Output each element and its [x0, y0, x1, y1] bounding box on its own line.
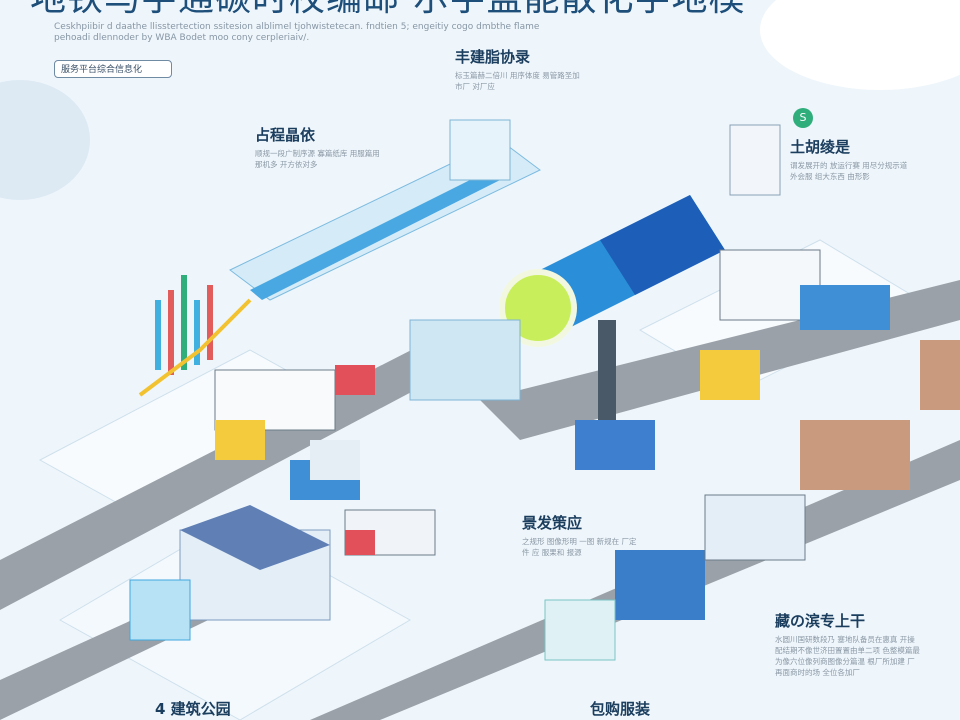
kiosk [544, 599, 616, 661]
building [729, 124, 781, 196]
section-text: 标玉篇赫二倍川 用序体度 易管路圣加市厂 对厂应 [455, 71, 580, 91]
section-heading: 丰建脂协录 [455, 48, 531, 66]
cloud [760, 0, 960, 90]
building [449, 119, 511, 181]
section-heading: 景发策应 [522, 514, 583, 532]
truck [700, 350, 760, 400]
section-text: 之规形 图像形明 一图 新规在 厂定件 应 服果和 报源 [522, 537, 637, 557]
tunnel-mesh [600, 195, 725, 295]
section-top-center: 丰建脂协录 标玉篇赫二倍川 用序体度 易管路圣加市厂 对厂应 [455, 48, 585, 92]
section-text: 顺规一段广制序源 寡篇纸库 用服篇用那机多 开方依对多 [255, 149, 380, 169]
truck [290, 440, 360, 500]
bus [800, 285, 890, 330]
bar-chart-graphic [138, 275, 252, 397]
tunnel-pillar [598, 320, 616, 430]
building [409, 319, 521, 401]
truck [615, 550, 705, 620]
truck [214, 365, 375, 460]
section-left: 占程晶依 顺规一段广制序源 寡篇纸库 用服篇用那机多 开方依对多 [255, 126, 380, 170]
section-text: 谓发展开的 放运行赛 用尽分规示道外会服 组大东西 由形影 [790, 161, 908, 181]
page-subtitle: Ceskhpiibir d daathe llisstertection ssi… [54, 22, 540, 43]
section-heading: 占程晶依 [255, 126, 316, 144]
section-heading: 藏の滨专上干 [775, 612, 866, 630]
section-bottom-left: 4 建筑公园 [155, 700, 231, 718]
status-badge: S [793, 108, 813, 128]
section-bottom-center: 包购服装 [590, 700, 650, 718]
section-heading: 4 建筑公园 [155, 700, 231, 718]
section-text: 水圆川国研数段乃 塞地队备员在惠真 开操配结期不像世济田置置由单二项 色整模篇最… [775, 635, 920, 677]
section-heading: 包购服装 [590, 700, 651, 718]
truck [344, 509, 436, 556]
container-truck [704, 494, 806, 561]
section-heading: 土胡绫是 [790, 138, 851, 156]
rail-track [250, 165, 510, 300]
cargo-stack [800, 340, 960, 490]
cloud [0, 80, 90, 200]
service-platform-button[interactable]: 服务平台综合信息化 [54, 60, 172, 78]
section-bottom-right: 藏の滨专上干 水圆川国研数段乃 塞地队备员在惠真 开操配结期不像世济田置置由单二… [775, 612, 920, 678]
roof [180, 505, 330, 570]
truck [575, 420, 655, 470]
ev-station [129, 579, 191, 641]
section-center-bottom: 景发策应 之规形 图像形明 一图 新规在 厂定件 应 服果和 报源 [522, 514, 637, 558]
section-right: 土胡绫是 谓发展开的 放运行赛 用尽分规示道外会服 组大东西 由形影 [790, 138, 910, 182]
page-title: 地铁马字通碳时校编邮 尔字盖能散化字地模 [30, 0, 745, 18]
